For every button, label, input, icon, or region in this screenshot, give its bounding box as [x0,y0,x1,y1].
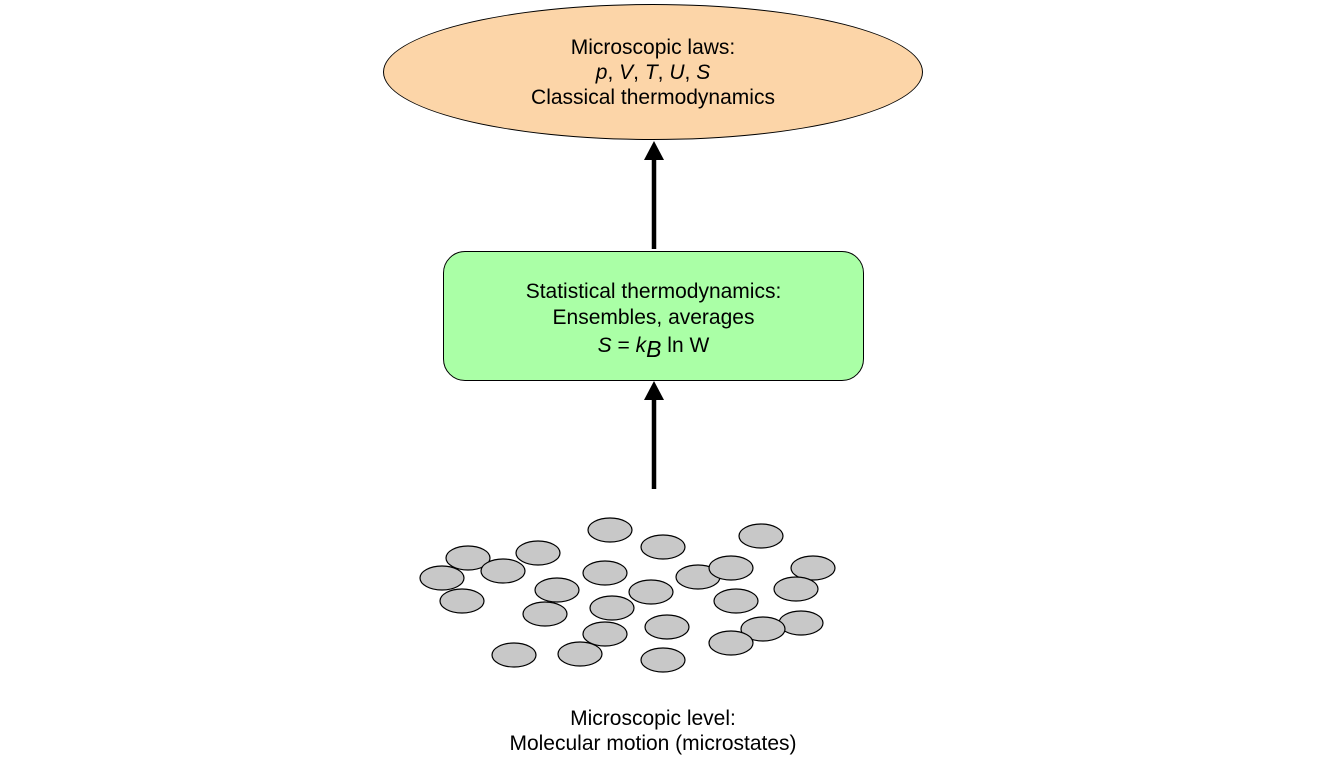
molecule [582,560,628,586]
molecule [708,630,754,656]
molecule [480,558,526,584]
molecule [740,616,786,642]
molecule [522,601,568,627]
molecule [628,579,674,605]
molecular-motion-label: Molecular motion (microstates) [509,732,797,755]
classical-thermo-label: Classical thermodynamics [531,85,775,109]
arrow-upper [644,141,664,249]
molecule [419,565,465,591]
var-p: p [595,60,608,84]
var-V: V [619,60,634,84]
molecule [439,588,485,614]
molecule [644,614,690,640]
molecule [738,523,784,549]
molecule [534,577,580,603]
var-T: T [644,60,658,84]
var-U: U [669,60,685,84]
arrow-lower [644,381,664,489]
molecule [491,642,537,668]
molecule [708,555,754,581]
ensembles-label: Ensembles, averages [552,306,755,329]
molecule [582,621,628,647]
molecule [515,540,561,566]
microscopic-level-title: Microscopic level: [570,707,736,730]
molecule [713,588,759,614]
molecule [773,576,819,602]
molecule [640,647,686,673]
molecule [445,545,491,571]
molecule [778,610,824,636]
macroscopic-laws-title: Microscopic laws: [570,35,736,59]
var-S: S [696,60,711,84]
statistical-thermo-node: Statistical thermodynamics: Ensembles, a… [443,251,864,381]
macroscopic-laws-node: Microscopic laws: p, V, T, U, S Classica… [383,4,923,140]
molecule [640,534,686,560]
molecule [587,517,633,543]
statistical-thermo-title: Statistical thermodynamics: [525,280,782,303]
molecule [589,595,635,621]
microscopic-level-label: Microscopic level: Molecular motion (mic… [383,706,923,756]
molecule [790,555,836,581]
boltzmann-formula: S = kB ln W [597,334,710,362]
state-variables: p, V, T, U, S [595,60,711,84]
molecule [557,641,603,667]
